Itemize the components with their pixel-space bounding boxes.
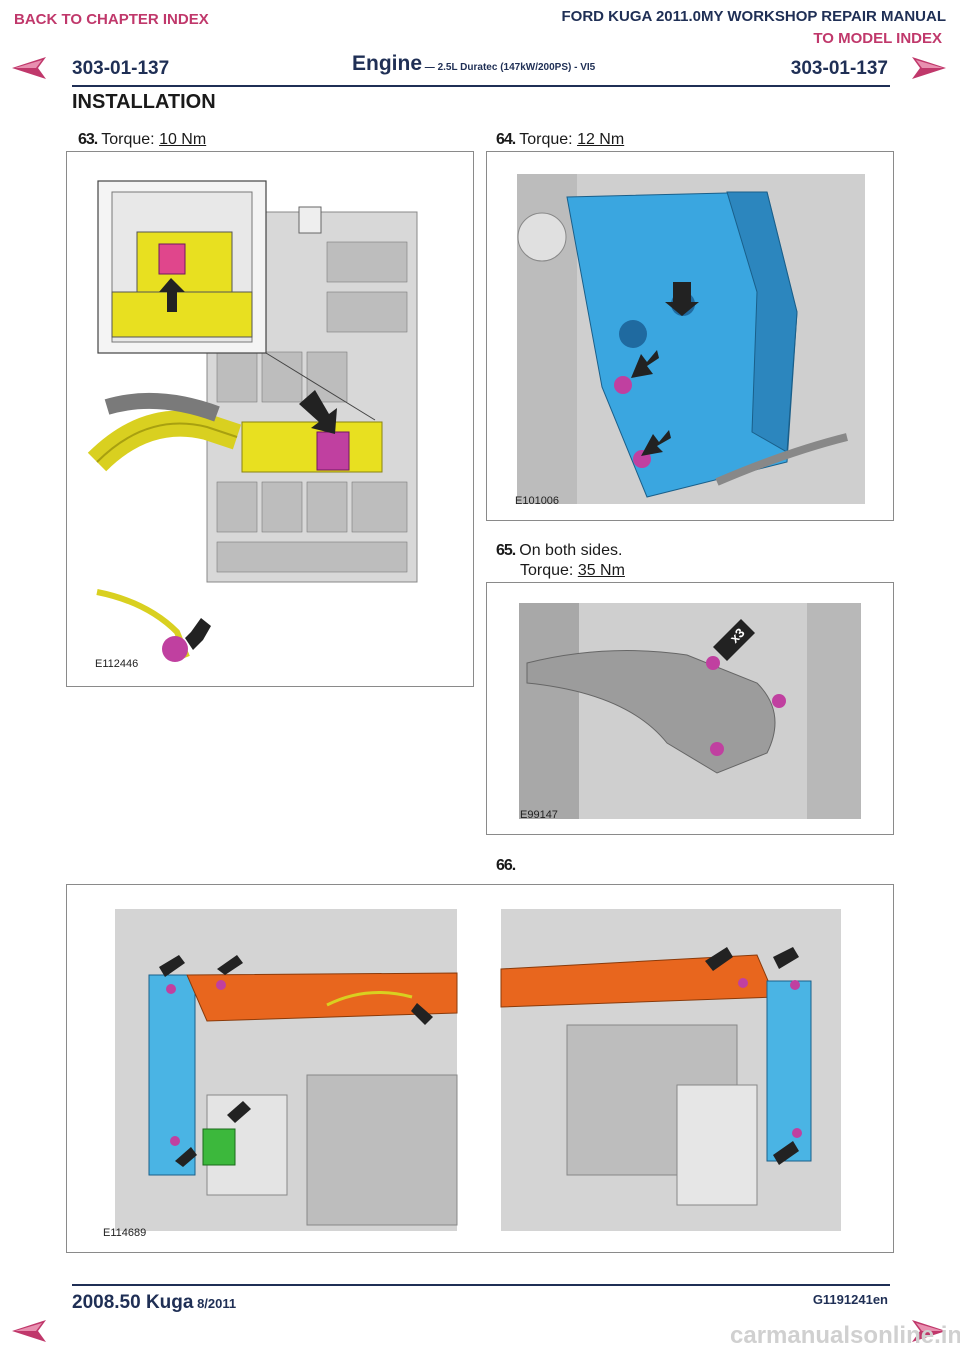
manual-title: FORD KUGA 2011.0MY WORKSHOP REPAIR MANUA… [561, 8, 947, 25]
battery-tray-illustration [517, 174, 865, 504]
step-number: 65. [496, 542, 516, 559]
step-65: 65.On both sides. [496, 542, 622, 560]
model-name: 2008.50 Kuga [72, 1292, 194, 1313]
section-title: Engine — 2.5L Duratec (147kW/200PS) - VI… [352, 52, 595, 76]
step-66: 66. [496, 857, 519, 875]
torque-value-link[interactable]: 10 Nm [159, 131, 207, 148]
figure-e114689: E114689 [66, 884, 894, 1253]
footer-model: 2008.50 Kuga 8/2011 [72, 1292, 236, 1314]
page-number-right: 303-01-137 [790, 58, 888, 79]
fuse-box-illustration [67, 152, 472, 685]
watermark: carmanualsonline.info [730, 1322, 960, 1349]
figure-e112446: E112446 [66, 151, 474, 687]
section-title-sub: — 2.5L Duratec (147kW/200PS) - VI5 [422, 62, 596, 73]
torque-value-link[interactable]: 35 Nm [577, 562, 625, 579]
to-model-index-link[interactable]: TO MODEL INDEX [813, 30, 942, 47]
footer-rule [72, 1284, 890, 1286]
torque-value-link[interactable]: 12 Nm [577, 131, 625, 148]
figure-code: E101006 [515, 495, 560, 507]
figure-e101006: E101006 [486, 151, 894, 521]
model-date: 8/2011 [193, 1296, 237, 1311]
figure-e99147: x3 E99147 [486, 582, 894, 835]
next-page-arrow-icon[interactable] [912, 1320, 946, 1342]
step-text: Torque: [520, 562, 578, 579]
step-text: Torque: [519, 131, 578, 148]
step-64: 64.Torque: 12 Nm [496, 131, 624, 149]
step-text: Torque: [101, 131, 160, 148]
back-to-chapter-index-link[interactable]: BACK TO CHAPTER INDEX [14, 11, 209, 28]
previous-page-arrow-icon[interactable] [12, 1320, 46, 1342]
step-number: 63. [78, 131, 98, 148]
figure-code: E112446 [95, 658, 139, 670]
previous-page-arrow-icon[interactable] [12, 57, 46, 79]
figure-code: E114689 [103, 1227, 147, 1239]
step-65-torque: Torque: 35 Nm [520, 562, 625, 580]
engine-mount-illustration [519, 603, 861, 819]
next-page-arrow-icon[interactable] [912, 57, 946, 79]
step-line1: On both sides. [519, 542, 623, 559]
figure-code: E99147 [520, 809, 558, 821]
front-panel-illustration [115, 909, 841, 1231]
section-heading: INSTALLATION [72, 91, 216, 113]
header-rule [72, 85, 890, 87]
step-63: 63.Torque: 10 Nm [78, 131, 206, 149]
step-number: 66. [496, 857, 516, 874]
document-code: G1191241en [812, 1292, 888, 1307]
section-title-main: Engine [352, 52, 423, 75]
page-number-left: 303-01-137 [72, 58, 170, 79]
step-number: 64. [496, 131, 516, 148]
